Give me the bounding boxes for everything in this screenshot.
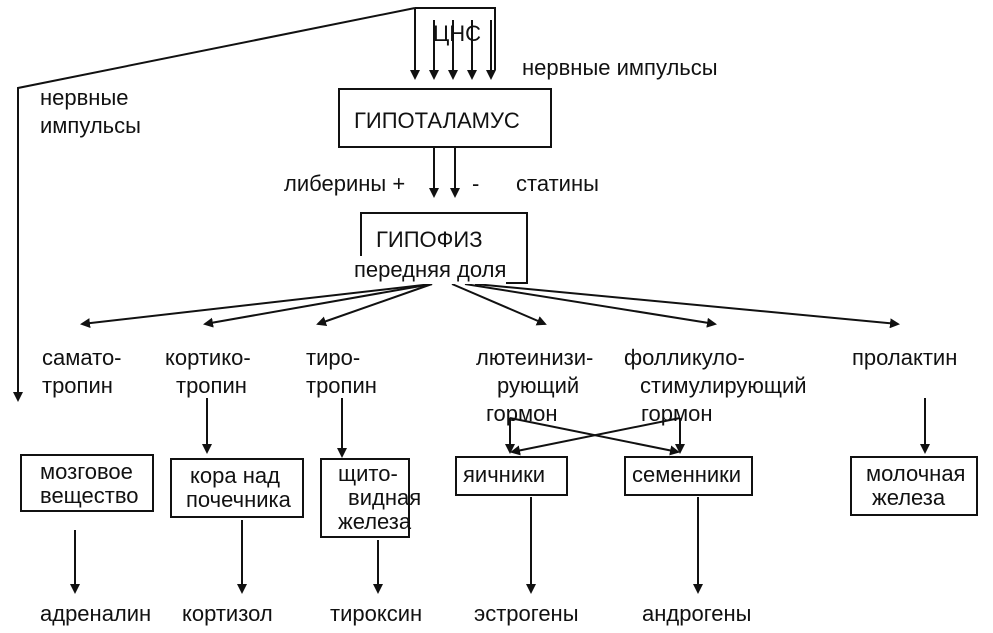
- gland-thyroid-2: видная: [348, 485, 422, 510]
- gland-mammary-box: молочная железа: [850, 456, 978, 516]
- gland-ovaries-box: яичники: [455, 456, 568, 496]
- hormone-thyro-1: тиро-: [306, 345, 361, 370]
- product-thyroxine: тироксин: [330, 601, 423, 626]
- cns-label: ЦНС: [433, 21, 482, 46]
- gland-testes-box: семенники: [624, 456, 753, 496]
- gland-cortex-box: кора над почечника: [170, 458, 304, 518]
- pituitary-label: ГИПОФИЗ: [376, 227, 483, 252]
- gland-testes: семенники: [632, 462, 742, 487]
- hormone-cortico-2: тропин: [176, 373, 247, 398]
- gland-medulla-box: мозговое вещество: [20, 454, 154, 512]
- gland-cortex-2: почечника: [186, 487, 291, 512]
- hormone-fsh-1: фолликуло-: [624, 345, 745, 370]
- arrow-thyro: [316, 283, 433, 327]
- gland-mammary-1: молочная: [866, 461, 966, 486]
- arrow-cortico: [203, 283, 433, 328]
- hormone-lh-1: лютеинизи-: [476, 345, 594, 370]
- product-estrogens: эстрогены: [474, 601, 579, 626]
- cns-frame: [415, 7, 496, 70]
- hormone-prolactin: пролактин: [852, 345, 958, 370]
- gland-ovaries: яичники: [463, 462, 546, 487]
- hormone-thyro-2: тропин: [306, 373, 377, 398]
- hypothalamus-box: ГИПОТАЛАМУС: [338, 88, 552, 148]
- arrow-fsh: [464, 283, 717, 328]
- gland-mammary-2: железа: [872, 485, 946, 510]
- gland-thyroid-1: щито-: [338, 461, 398, 486]
- gland-cortex-1: кора над: [190, 463, 280, 488]
- arrow-prolactin: [474, 283, 900, 329]
- gland-medulla-2: вещество: [40, 483, 139, 508]
- statins-label: статины: [516, 171, 599, 196]
- hormone-fsh-2: стимулирующий: [640, 373, 807, 398]
- nerve-line-left: [13, 7, 416, 402]
- nerve-impulses-left-1: нервные: [40, 85, 129, 110]
- nerve-impulses-right: нервные импульсы: [522, 55, 718, 80]
- hormone-lh-2: рующий: [497, 373, 580, 398]
- gland-medulla-1: мозговое: [40, 459, 133, 484]
- hormone-cortico-1: кортико-: [165, 345, 251, 370]
- liberins-label: либерины +: [284, 171, 406, 196]
- arrow-lh: [451, 283, 547, 326]
- hormone-lh-3: гормон: [486, 401, 558, 426]
- nerve-impulses-left-2: импульсы: [40, 113, 141, 138]
- hormone-somato-1: самато-: [42, 345, 122, 370]
- minus-label: -: [472, 171, 480, 196]
- product-androgens: андрогены: [642, 601, 752, 626]
- product-adrenaline: адреналин: [40, 601, 152, 626]
- gland-thyroid-box: щито- видная железа: [320, 458, 422, 538]
- arrow-somato: [80, 283, 433, 329]
- hormone-fsh-3: гормон: [641, 401, 713, 426]
- product-cortisol: кортизол: [182, 601, 273, 626]
- hypothalamus-label: ГИПОТАЛАМУС: [354, 108, 520, 133]
- hormone-somato-2: тропин: [42, 373, 113, 398]
- arrow-fsh-ovaries: [510, 417, 681, 456]
- gland-thyroid-3: железа: [338, 509, 412, 534]
- pituitary-sublabel: передняя доля: [354, 256, 507, 284]
